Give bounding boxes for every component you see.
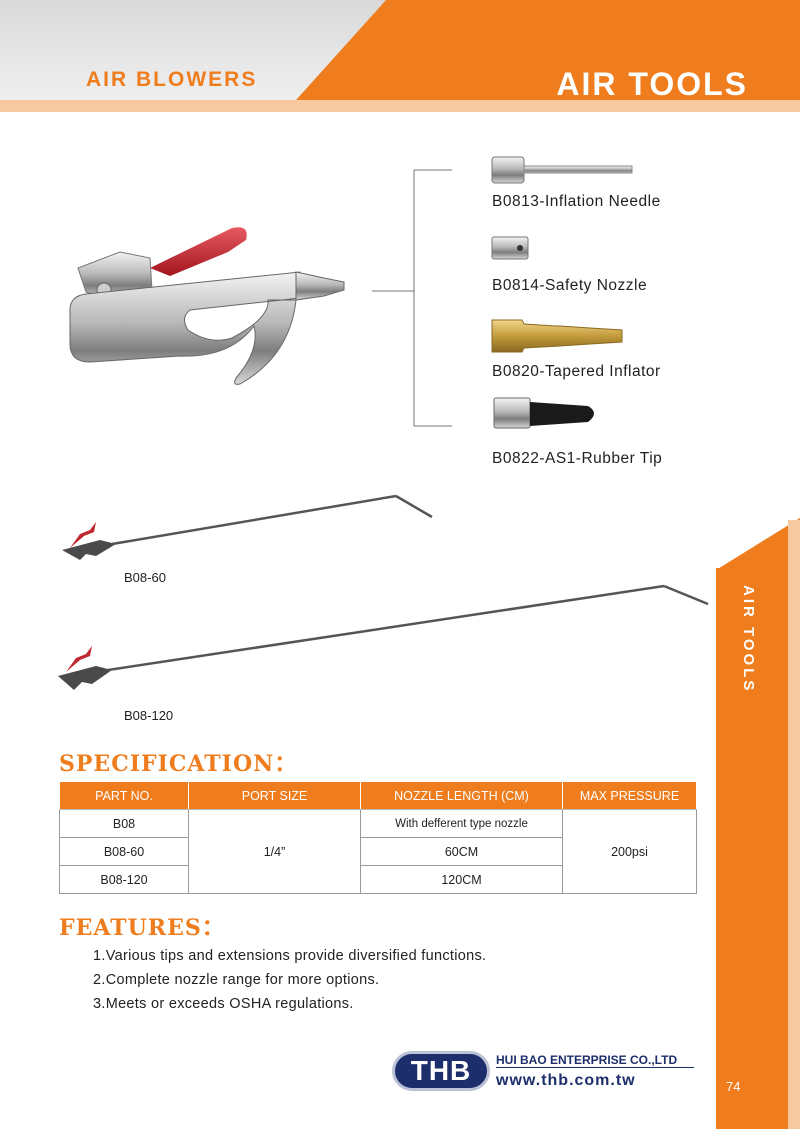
product-illustrations: [58, 156, 709, 690]
extension-label-b08-60: B08-60: [124, 570, 166, 585]
company-website: www.thb.com.tw: [496, 1072, 636, 1089]
table-row: B08-60 60CM: [59, 837, 697, 866]
extension-label-b08-120: B08-120: [124, 708, 174, 723]
nozzle-length-cell: 120CM: [360, 865, 563, 894]
part-no-cell: B08-120: [59, 865, 189, 894]
safety-nozzle-image: [491, 236, 529, 260]
accessory-label-tapered-inflator: B0820-Tapered Inflator: [492, 363, 661, 380]
rubber-tip-image: [493, 397, 594, 429]
table-row: B08 1/4” With defferent type nozzle 200p…: [59, 809, 697, 894]
features-heading: FEATURES：: [59, 915, 225, 941]
accessory-bracket: [372, 169, 452, 427]
col-header-max-pressure: MAX PRESSURE: [562, 781, 697, 810]
logo-divider: [496, 1067, 694, 1068]
feature-item: 2.Complete nozzle range for more options…: [93, 972, 380, 988]
header-stripe: [0, 100, 800, 112]
specification-table: PART NO. PORT SIZE NOZZLE LENGTH (CM) MA…: [59, 781, 697, 894]
extension-b08-120-image: [58, 584, 709, 690]
company-name: HUI BAO ENTERPRISE CO.,LTD: [496, 1053, 678, 1067]
table-header-row: PART NO. PORT SIZE NOZZLE LENGTH (CM) MA…: [59, 781, 697, 810]
col-header-part-no: PART NO.: [59, 781, 189, 810]
side-stripe: [788, 520, 800, 1129]
nozzle-length-cell: 60CM: [360, 837, 563, 866]
category-title: AIR TOOLS: [556, 66, 748, 102]
accessory-label-inflation-needle: B0813-Inflation Needle: [492, 193, 661, 210]
nozzle-length-cell: With defferent type nozzle: [360, 809, 563, 838]
section-title: AIR BLOWERS: [86, 68, 258, 91]
tapered-inflator-image: [491, 319, 623, 353]
port-size-cell: 1/4”: [188, 809, 361, 894]
accessory-label-safety-nozzle: B0814-Safety Nozzle: [492, 277, 648, 294]
feature-item: 3.Meets or exceeds OSHA regulations.: [93, 996, 354, 1012]
side-tab-label: AIR TOOLS: [740, 585, 757, 694]
feature-item: 1.Various tips and extensions provide di…: [93, 948, 487, 964]
col-header-port-size: PORT SIZE: [188, 781, 361, 810]
page-number: 74: [726, 1079, 741, 1094]
air-blower-gun-image: [69, 227, 345, 385]
company-logo: THB: [392, 1051, 490, 1091]
col-header-nozzle-length: NOZZLE LENGTH (CM): [360, 781, 563, 810]
extension-b08-60-image: [62, 494, 433, 560]
part-no-cell: B08-60: [59, 837, 189, 866]
side-tab: [716, 568, 800, 1129]
table-row: B08-120 120CM: [59, 865, 697, 894]
part-no-cell: B08: [59, 809, 189, 838]
max-pressure-cell: 200psi: [562, 809, 697, 894]
accessory-label-rubber-tip: B0822-AS1-Rubber Tip: [492, 450, 663, 467]
specification-heading: SPECIFICATION：: [59, 751, 298, 777]
inflation-needle-image: [491, 156, 633, 184]
